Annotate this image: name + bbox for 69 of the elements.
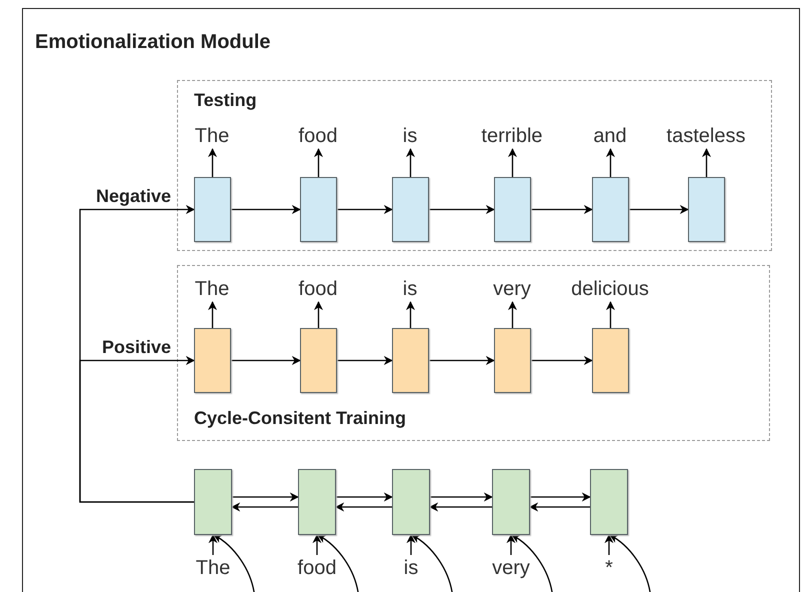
module-title: Emotionalization Module <box>35 30 271 55</box>
rnn-unit-box <box>392 469 430 535</box>
arrow <box>606 148 616 177</box>
arrow <box>702 148 712 177</box>
curved-arrow <box>317 534 360 592</box>
word-label: The <box>163 555 263 581</box>
rnn-unit-box <box>492 469 530 535</box>
rnn-unit-box <box>590 469 628 535</box>
arrow <box>406 301 416 328</box>
arrow <box>208 301 218 328</box>
arrow <box>231 356 301 366</box>
rnn-unit-box <box>392 177 429 242</box>
arrow <box>337 356 393 366</box>
curved-arrow <box>411 534 454 592</box>
word-label: very <box>462 276 562 302</box>
rnn-unit-box <box>494 328 531 393</box>
arrow <box>429 502 492 512</box>
group-title: Cycle-Consitent Training <box>194 407 406 430</box>
word-label: The <box>162 123 262 149</box>
word-label: delicious <box>560 276 660 302</box>
arrow <box>312 534 322 555</box>
rnn-unit-box <box>592 328 629 393</box>
rnn-unit-box <box>592 177 629 242</box>
arrow <box>314 301 324 328</box>
group-title: Testing <box>194 89 257 112</box>
rnn-unit-box <box>494 177 531 242</box>
arrow <box>406 534 416 555</box>
arrow <box>232 492 299 502</box>
rnn-unit-box <box>298 469 336 535</box>
arrow <box>336 492 393 502</box>
arrow <box>508 301 518 328</box>
word-label: terrible <box>462 123 562 149</box>
rnn-unit-box <box>194 177 231 242</box>
arrow <box>406 148 416 177</box>
arrow <box>429 356 495 366</box>
arrow <box>629 204 689 214</box>
arrow <box>430 492 493 502</box>
curved-arrow <box>213 534 256 592</box>
word-label: very <box>461 555 561 581</box>
arrow <box>79 356 195 503</box>
curved-arrow <box>609 534 652 592</box>
rnn-unit-box <box>300 177 337 242</box>
arrow <box>530 492 591 502</box>
arrow <box>231 204 301 214</box>
arrow <box>231 502 298 512</box>
arrow <box>208 534 218 555</box>
arrow <box>314 148 324 177</box>
dashed-group-box <box>177 80 772 251</box>
curved-arrow <box>511 534 554 592</box>
arrow <box>531 356 593 366</box>
arrow <box>506 534 516 555</box>
arrow <box>529 502 590 512</box>
word-label: The <box>162 276 262 302</box>
rnn-unit-box <box>688 177 725 242</box>
module-frame <box>22 8 800 592</box>
arrow <box>429 204 495 214</box>
dashed-group-box <box>177 265 770 441</box>
rnn-unit-box <box>300 328 337 393</box>
word-label: * <box>559 555 659 581</box>
arrow <box>335 502 392 512</box>
rnn-unit-box <box>392 328 429 393</box>
arrow <box>337 204 393 214</box>
arrow <box>208 148 218 177</box>
arrow <box>604 534 614 555</box>
arrow <box>508 148 518 177</box>
arrow <box>531 204 593 214</box>
rnn-unit-box <box>194 469 232 535</box>
arrow <box>606 301 616 328</box>
rnn-unit-box <box>194 328 231 393</box>
